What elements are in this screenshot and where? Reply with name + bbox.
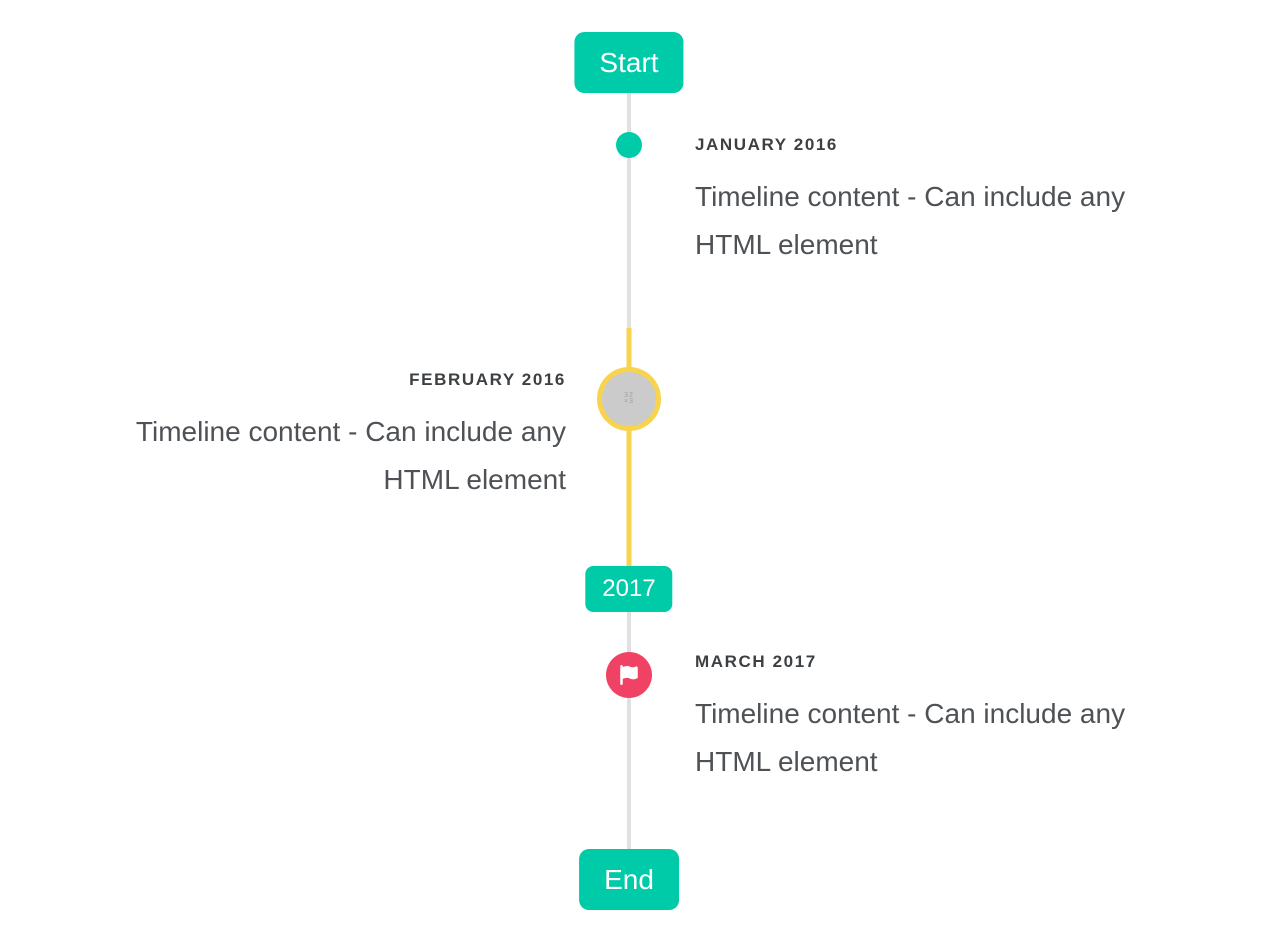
entry-title: FEBRUARY 2016 xyxy=(409,370,566,389)
entry-content-line: HTML element xyxy=(383,463,566,495)
entry-content-line: Timeline content - Can include any xyxy=(695,698,1126,729)
entry-content: Timeline content - Can include any HTML … xyxy=(695,690,1225,785)
timeline-entry-february: FEBRUARY 2016 Timeline content - Can inc… xyxy=(36,369,566,503)
start-badge-label: Start xyxy=(599,47,659,78)
timeline-line-segment-top xyxy=(627,93,631,328)
february-avatar-marker: 32 ×3 xyxy=(597,367,661,431)
entry-content: Timeline content - Can include any HTML … xyxy=(695,173,1225,268)
timeline-line-segment-bottom xyxy=(627,612,631,849)
march-flag-marker xyxy=(606,652,652,698)
january-dot-marker xyxy=(616,132,642,158)
year-badge-label: 2017 xyxy=(602,575,656,602)
entry-content-line: HTML element xyxy=(695,228,878,260)
timeline-line-segment-highlighted xyxy=(626,328,632,566)
end-badge-label: End xyxy=(604,864,654,895)
entry-content-line: Timeline content - Can include any xyxy=(135,416,566,447)
year-2017-badge[interactable]: 2017 xyxy=(585,566,673,612)
entry-content-line: Timeline content - Can include any xyxy=(695,181,1126,212)
avatar-placeholder-text: ×3 xyxy=(624,398,634,405)
entry-title: JANUARY 2016 xyxy=(695,135,838,154)
entry-title: MARCH 2017 xyxy=(695,652,817,671)
entry-content: Timeline content - Can include any HTML … xyxy=(36,408,566,503)
timeline-entry-january: JANUARY 2016 Timeline content - Can incl… xyxy=(695,134,1225,268)
timeline-entry-march: MARCH 2017 Timeline content - Can includ… xyxy=(695,651,1225,785)
flag-icon xyxy=(619,665,639,685)
start-badge[interactable]: Start xyxy=(574,32,684,93)
end-badge[interactable]: End xyxy=(579,849,679,910)
avatar-placeholder-text: 32 xyxy=(624,392,634,399)
entry-content-line: HTML element xyxy=(695,745,878,777)
